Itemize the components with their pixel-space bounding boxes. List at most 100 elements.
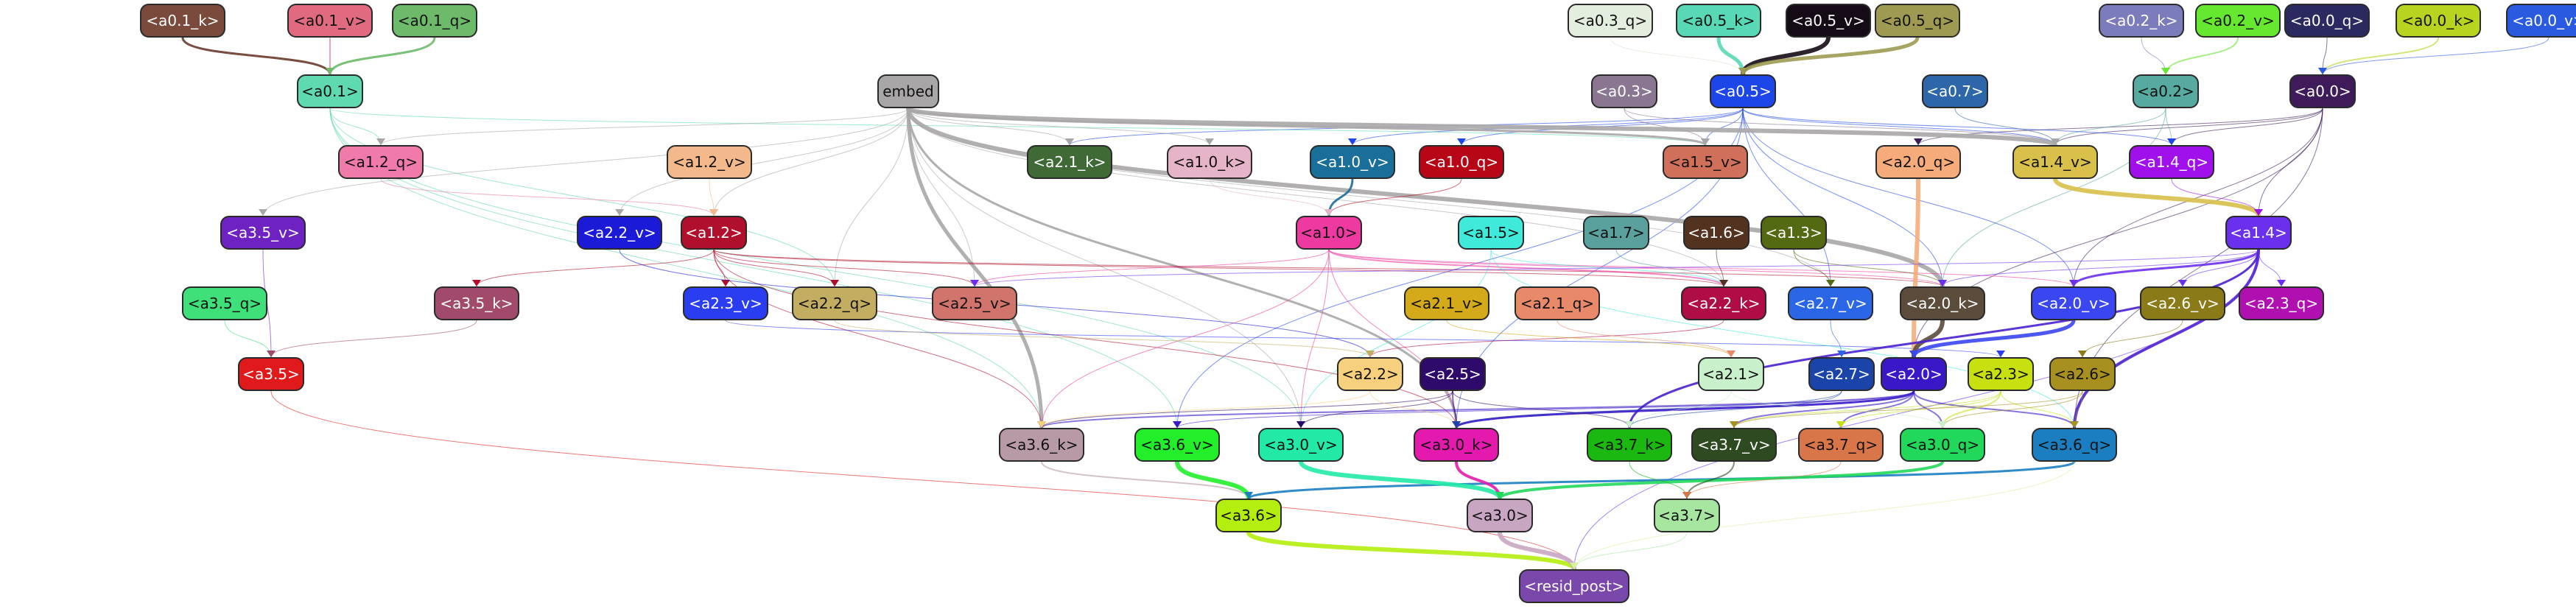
edge-a1-2-to-a2-2-q bbox=[713, 249, 835, 287]
edge-arrowhead bbox=[1836, 421, 1845, 428]
edge-a0-5-to-a2-7-v bbox=[1742, 108, 1831, 287]
node-a2-3[interactable]: <a2.3> bbox=[1968, 357, 2034, 391]
node-a3-5[interactable]: <a3.5> bbox=[238, 357, 304, 391]
edge-a2-1-to-a3-7-k bbox=[1629, 390, 1732, 429]
node-a2-3-q[interactable]: <a2.3_q> bbox=[2239, 286, 2324, 320]
node-a0-1-q[interactable]: <a0.1_q> bbox=[392, 4, 477, 38]
edge-a1-2-to-a3-5-k bbox=[476, 249, 715, 287]
node-a0-1[interactable]: <a0.1> bbox=[297, 74, 363, 108]
edge-arrowhead bbox=[1205, 138, 1214, 145]
edge-a2-5-to-a3-7-k bbox=[1452, 390, 1630, 429]
node-a1-4-v[interactable]: <a1.4_v> bbox=[2012, 145, 2098, 179]
node-a1-4[interactable]: <a1.4> bbox=[2225, 216, 2292, 250]
node-a3-6-v[interactable]: <a3.6_v> bbox=[1134, 428, 1220, 462]
edge-a1-2-q-to-a1-2 bbox=[380, 178, 715, 217]
edge-arrowhead bbox=[709, 209, 718, 216]
edge-a1-0-to-a3-0-v bbox=[1300, 249, 1330, 429]
node-a0-3-q[interactable]: <a0.3_q> bbox=[1568, 4, 1653, 38]
node-embed[interactable]: embed bbox=[877, 74, 939, 108]
edge-arrowhead bbox=[2070, 421, 2079, 428]
node-a1-2-v[interactable]: <a1.2_v> bbox=[667, 145, 752, 179]
node-a0-5-v[interactable]: <a0.5_v> bbox=[1786, 4, 1871, 38]
node-a3-5-v[interactable]: <a3.5_v> bbox=[220, 216, 306, 250]
node-a3-7-v[interactable]: <a3.7_v> bbox=[1691, 428, 1777, 462]
node-a2-2-q[interactable]: <a2.2_q> bbox=[792, 286, 877, 320]
node-a1-0-k[interactable]: <a1.0_k> bbox=[1167, 145, 1252, 179]
node-a0-2-v[interactable]: <a0.2_v> bbox=[2195, 4, 2281, 38]
node-a3-5-q[interactable]: <a3.5_q> bbox=[182, 286, 267, 320]
node-a0-5-k[interactable]: <a0.5_k> bbox=[1676, 4, 1761, 38]
node-a3-0[interactable]: <a3.0> bbox=[1467, 499, 1533, 532]
node-a2-2-v[interactable]: <a2.2_v> bbox=[577, 216, 662, 250]
edge-arrowhead bbox=[2178, 280, 2187, 286]
node-a0-2[interactable]: <a0.2> bbox=[2133, 74, 2199, 108]
node-a1-2-q[interactable]: <a1.2_q> bbox=[338, 145, 424, 179]
node-a0-0-k[interactable]: <a0.0_k> bbox=[2396, 4, 2481, 38]
node-a1-7[interactable]: <a1.7> bbox=[1583, 216, 1649, 250]
node-a1-3[interactable]: <a1.3> bbox=[1761, 216, 1827, 250]
edge-a2-1-to-a3-0-q bbox=[1730, 390, 1943, 429]
node-resid-post[interactable]: <resid_post> bbox=[1519, 569, 1629, 603]
node-a3-7-q[interactable]: <a3.7_q> bbox=[1798, 428, 1884, 462]
node-a1-5[interactable]: <a1.5> bbox=[1458, 216, 1524, 250]
node-a1-0-q[interactable]: <a1.0_q> bbox=[1419, 145, 1504, 179]
node-a1-0[interactable]: <a1.0> bbox=[1296, 216, 1362, 250]
node-a0-1-k[interactable]: <a0.1_k> bbox=[140, 4, 225, 38]
edge-embed-to-a3-5-v bbox=[262, 108, 909, 217]
node-a3-0-k[interactable]: <a3.0_k> bbox=[1414, 428, 1499, 462]
edge-arrowhead bbox=[1826, 280, 1835, 286]
edge-a2-3-to-a3-7-v bbox=[1733, 390, 2001, 429]
node-a3-7[interactable]: <a3.7> bbox=[1654, 499, 1720, 532]
edge-arrowhead bbox=[1173, 421, 1182, 428]
edge-a3-6-k-to-a3-6 bbox=[1041, 461, 1249, 499]
node-a0-1-v[interactable]: <a0.1_v> bbox=[287, 4, 373, 38]
edge-a0-0-to-a1-4-v bbox=[2054, 108, 2323, 146]
edge-a0-0-to-a2-0-q bbox=[1917, 108, 2323, 146]
node-a3-6-k[interactable]: <a3.6_k> bbox=[999, 428, 1084, 462]
edge-arrowhead bbox=[1625, 421, 1634, 428]
node-a2-1-k[interactable]: <a2.1_k> bbox=[1027, 145, 1112, 179]
node-a2-1-v[interactable]: <a2.1_v> bbox=[1404, 286, 1489, 320]
node-a1-2[interactable]: <a1.2> bbox=[681, 216, 747, 250]
node-a2-6-v[interactable]: <a2.6_v> bbox=[2140, 286, 2225, 320]
node-a2-0[interactable]: <a2.0> bbox=[1881, 357, 1947, 391]
node-a1-4-q[interactable]: <a1.4_q> bbox=[2129, 145, 2214, 179]
node-a2-0-v[interactable]: <a2.0_v> bbox=[2031, 286, 2116, 320]
node-a0-2-k[interactable]: <a0.2_k> bbox=[2099, 4, 2184, 38]
node-a3-6-q[interactable]: <a3.6_q> bbox=[2032, 428, 2117, 462]
node-a2-0-k[interactable]: <a2.0_k> bbox=[1900, 286, 1985, 320]
node-a2-5[interactable]: <a2.5> bbox=[1419, 357, 1486, 391]
node-a0-3[interactable]: <a0.3> bbox=[1591, 74, 1657, 108]
node-a2-1-q[interactable]: <a2.1_q> bbox=[1515, 286, 1600, 320]
node-a2-5-v[interactable]: <a2.5_v> bbox=[932, 286, 1017, 320]
node-a2-7-v[interactable]: <a2.7_v> bbox=[1788, 286, 1873, 320]
node-a2-1[interactable]: <a2.1> bbox=[1698, 357, 1764, 391]
edge-arrowhead bbox=[970, 280, 979, 286]
edge-a0-1-to-a2-2-q bbox=[329, 108, 835, 287]
node-a0-0-q[interactable]: <a0.0_q> bbox=[2284, 4, 2370, 38]
node-a3-7-k[interactable]: <a3.7_k> bbox=[1587, 428, 1672, 462]
edge-a2-0-q-to-a2-0 bbox=[1912, 178, 1920, 358]
node-a3-0-q[interactable]: <a3.0_q> bbox=[1900, 428, 1985, 462]
node-a3-0-v[interactable]: <a3.0_v> bbox=[1258, 428, 1344, 462]
node-a2-2[interactable]: <a2.2> bbox=[1337, 357, 1403, 391]
edge-arrowhead bbox=[1037, 421, 1046, 428]
node-a1-6[interactable]: <a1.6> bbox=[1683, 216, 1749, 250]
node-a0-0-v[interactable]: <a0.0_v> bbox=[2506, 4, 2576, 38]
node-a0-7[interactable]: <a0.7> bbox=[1922, 74, 1988, 108]
node-a1-0-v[interactable]: <a1.0_v> bbox=[1310, 145, 1395, 179]
node-a3-6[interactable]: <a3.6> bbox=[1215, 499, 1282, 532]
node-a0-0[interactable]: <a0.0> bbox=[2289, 74, 2356, 108]
node-a2-3-v[interactable]: <a2.3_v> bbox=[683, 286, 768, 320]
node-a2-2-k[interactable]: <a2.2_k> bbox=[1681, 286, 1766, 320]
edge-a2-0-to-a3-7-v bbox=[1733, 390, 1915, 429]
node-a0-5[interactable]: <a0.5> bbox=[1710, 74, 1776, 108]
node-a1-5-v[interactable]: <a1.5_v> bbox=[1663, 145, 1748, 179]
node-a3-5-k[interactable]: <a3.5_k> bbox=[434, 286, 519, 320]
node-a2-7[interactable]: <a2.7> bbox=[1808, 357, 1875, 391]
edge-a1-2-to-a2-2-k bbox=[713, 249, 1724, 287]
node-a0-5-q[interactable]: <a0.5_q> bbox=[1875, 4, 1960, 38]
node-a2-6[interactable]: <a2.6> bbox=[2049, 357, 2116, 391]
node-a2-0-q[interactable]: <a2.0_q> bbox=[1875, 145, 1961, 179]
edge-a3-7-to-resid-post bbox=[1573, 532, 1688, 570]
